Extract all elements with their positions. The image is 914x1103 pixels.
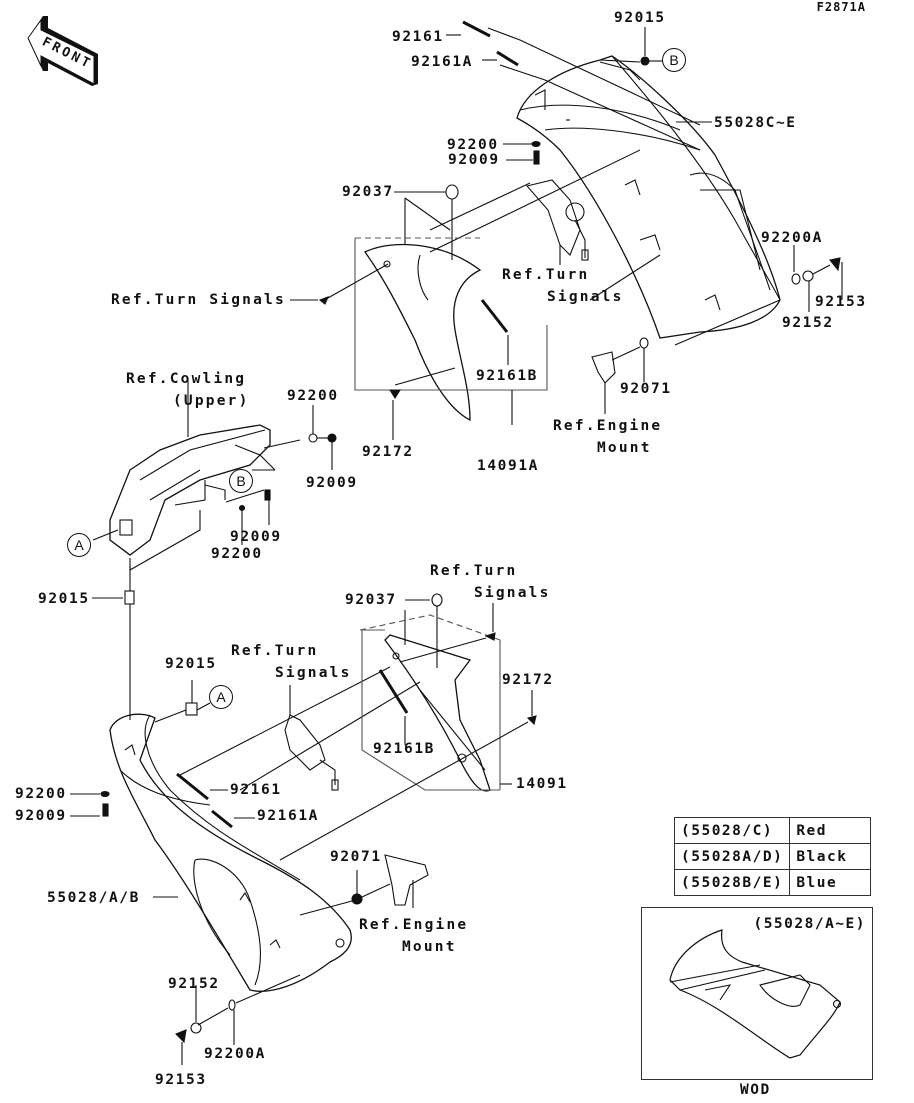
upper-cowling-part (516, 55, 781, 339)
part-label-92172[interactable]: 92172 (502, 672, 554, 688)
ref-turn-signals-label[interactable]: Ref.Turn (231, 643, 319, 659)
table-row: (55028/C) Red (673, 817, 872, 844)
part-label-92161b[interactable]: 92161B (476, 368, 538, 384)
ref-circle-a-mid: A (67, 533, 91, 557)
part-label-92015[interactable]: 92015 (614, 10, 666, 26)
part-label-92152[interactable]: 92152 (782, 315, 834, 331)
part-label-92153[interactable]: 92153 (155, 1072, 207, 1088)
part-label-92161b[interactable]: 92161B (373, 741, 435, 757)
part-label-92015[interactable]: 92015 (165, 656, 217, 672)
turn-signal-lower (284, 714, 339, 791)
part-label-92037[interactable]: 92037 (345, 592, 397, 608)
front-arrow-icon (27, 16, 98, 86)
ref-turn-signals-label[interactable]: Signals (547, 289, 624, 305)
figure-code: F2871A (816, 0, 866, 14)
part-label-92172[interactable]: 92172 (362, 444, 414, 460)
turn-signal-upper (525, 179, 589, 261)
inset-fairing-part (669, 929, 842, 1059)
table-row: (55028B/E) Blue (673, 869, 872, 896)
part-label-92200[interactable]: 92200 (287, 388, 339, 404)
ref-turn-signals-label[interactable]: Ref.Turn (430, 563, 518, 579)
part-label-92009[interactable]: 92009 (306, 475, 358, 491)
part-label-14091[interactable]: 14091 (516, 776, 568, 792)
part-label-55028-a-b[interactable]: 55028/A/B (47, 890, 140, 906)
part-label-92009[interactable]: 92009 (15, 808, 67, 824)
ref-cowling-upper-label[interactable]: Ref.Cowling (126, 371, 247, 387)
variant-part-number: (55028/C) (673, 817, 791, 844)
inset-title: (55028/A~E) (753, 916, 866, 932)
variant-color: Blue (789, 869, 872, 896)
part-label-92161[interactable]: 92161 (392, 29, 444, 45)
ref-circle-b-top: B (662, 48, 686, 72)
part-label-92071[interactable]: 92071 (330, 849, 382, 865)
inset-box: (55028/A~E) (641, 907, 873, 1080)
part-label-92152[interactable]: 92152 (168, 976, 220, 992)
part-label-92200a[interactable]: 92200A (761, 230, 823, 246)
side-cover-14091a-part (364, 243, 482, 422)
variant-part-number: (55028A/D) (673, 843, 791, 870)
part-label-55028c-e[interactable]: 55028C~E (714, 115, 797, 131)
ref-engine-mount-label[interactable]: Ref.Engine (553, 418, 663, 434)
inner-cowling-part (109, 424, 276, 556)
ref-circle-b-mid: B (229, 469, 253, 493)
part-label-92037[interactable]: 92037 (342, 184, 394, 200)
part-label-92153[interactable]: 92153 (815, 294, 867, 310)
part-label-92009[interactable]: 92009 (448, 152, 500, 168)
ref-engine-mount-label[interactable]: Mount (402, 939, 457, 955)
ref-turn-signals-label[interactable]: Signals (474, 585, 551, 601)
part-label-92071[interactable]: 92071 (620, 381, 672, 397)
table-row: (55028A/D) Black (673, 843, 872, 870)
part-label-92009[interactable]: 92009 (230, 529, 282, 545)
variant-part-number: (55028B/E) (673, 869, 791, 896)
color-variant-table: (55028/C) Red (55028A/D) Black (55028B/E… (673, 817, 872, 896)
ref-turn-signals-label[interactable]: Signals (275, 665, 352, 681)
part-label-92015[interactable]: 92015 (38, 591, 90, 607)
ref-circle-a-bottom: A (209, 685, 233, 709)
ref-turn-signals-label[interactable]: Ref.Turn (502, 267, 590, 283)
ref-engine-mount-label[interactable]: Mount (597, 440, 652, 456)
lower-fairing-part (109, 713, 352, 992)
part-label-92200[interactable]: 92200 (447, 137, 499, 153)
part-label-92200[interactable]: 92200 (211, 546, 263, 562)
part-label-92200a[interactable]: 92200A (204, 1046, 266, 1062)
variant-color: Red (789, 817, 872, 844)
inset-code: WOD (740, 1082, 771, 1098)
part-label-14091a[interactable]: 14091A (477, 458, 539, 474)
ref-engine-mount-label[interactable]: Ref.Engine (359, 917, 469, 933)
ref-cowling-upper-label[interactable]: (Upper) (173, 393, 250, 409)
part-label-92161[interactable]: 92161 (230, 782, 282, 798)
ref-turn-signals-label[interactable]: Ref.Turn Signals (111, 292, 286, 308)
variant-color: Black (789, 843, 872, 870)
part-label-92161a[interactable]: 92161A (257, 808, 319, 824)
part-label-92200[interactable]: 92200 (15, 786, 67, 802)
part-label-92161a[interactable]: 92161A (411, 54, 473, 70)
